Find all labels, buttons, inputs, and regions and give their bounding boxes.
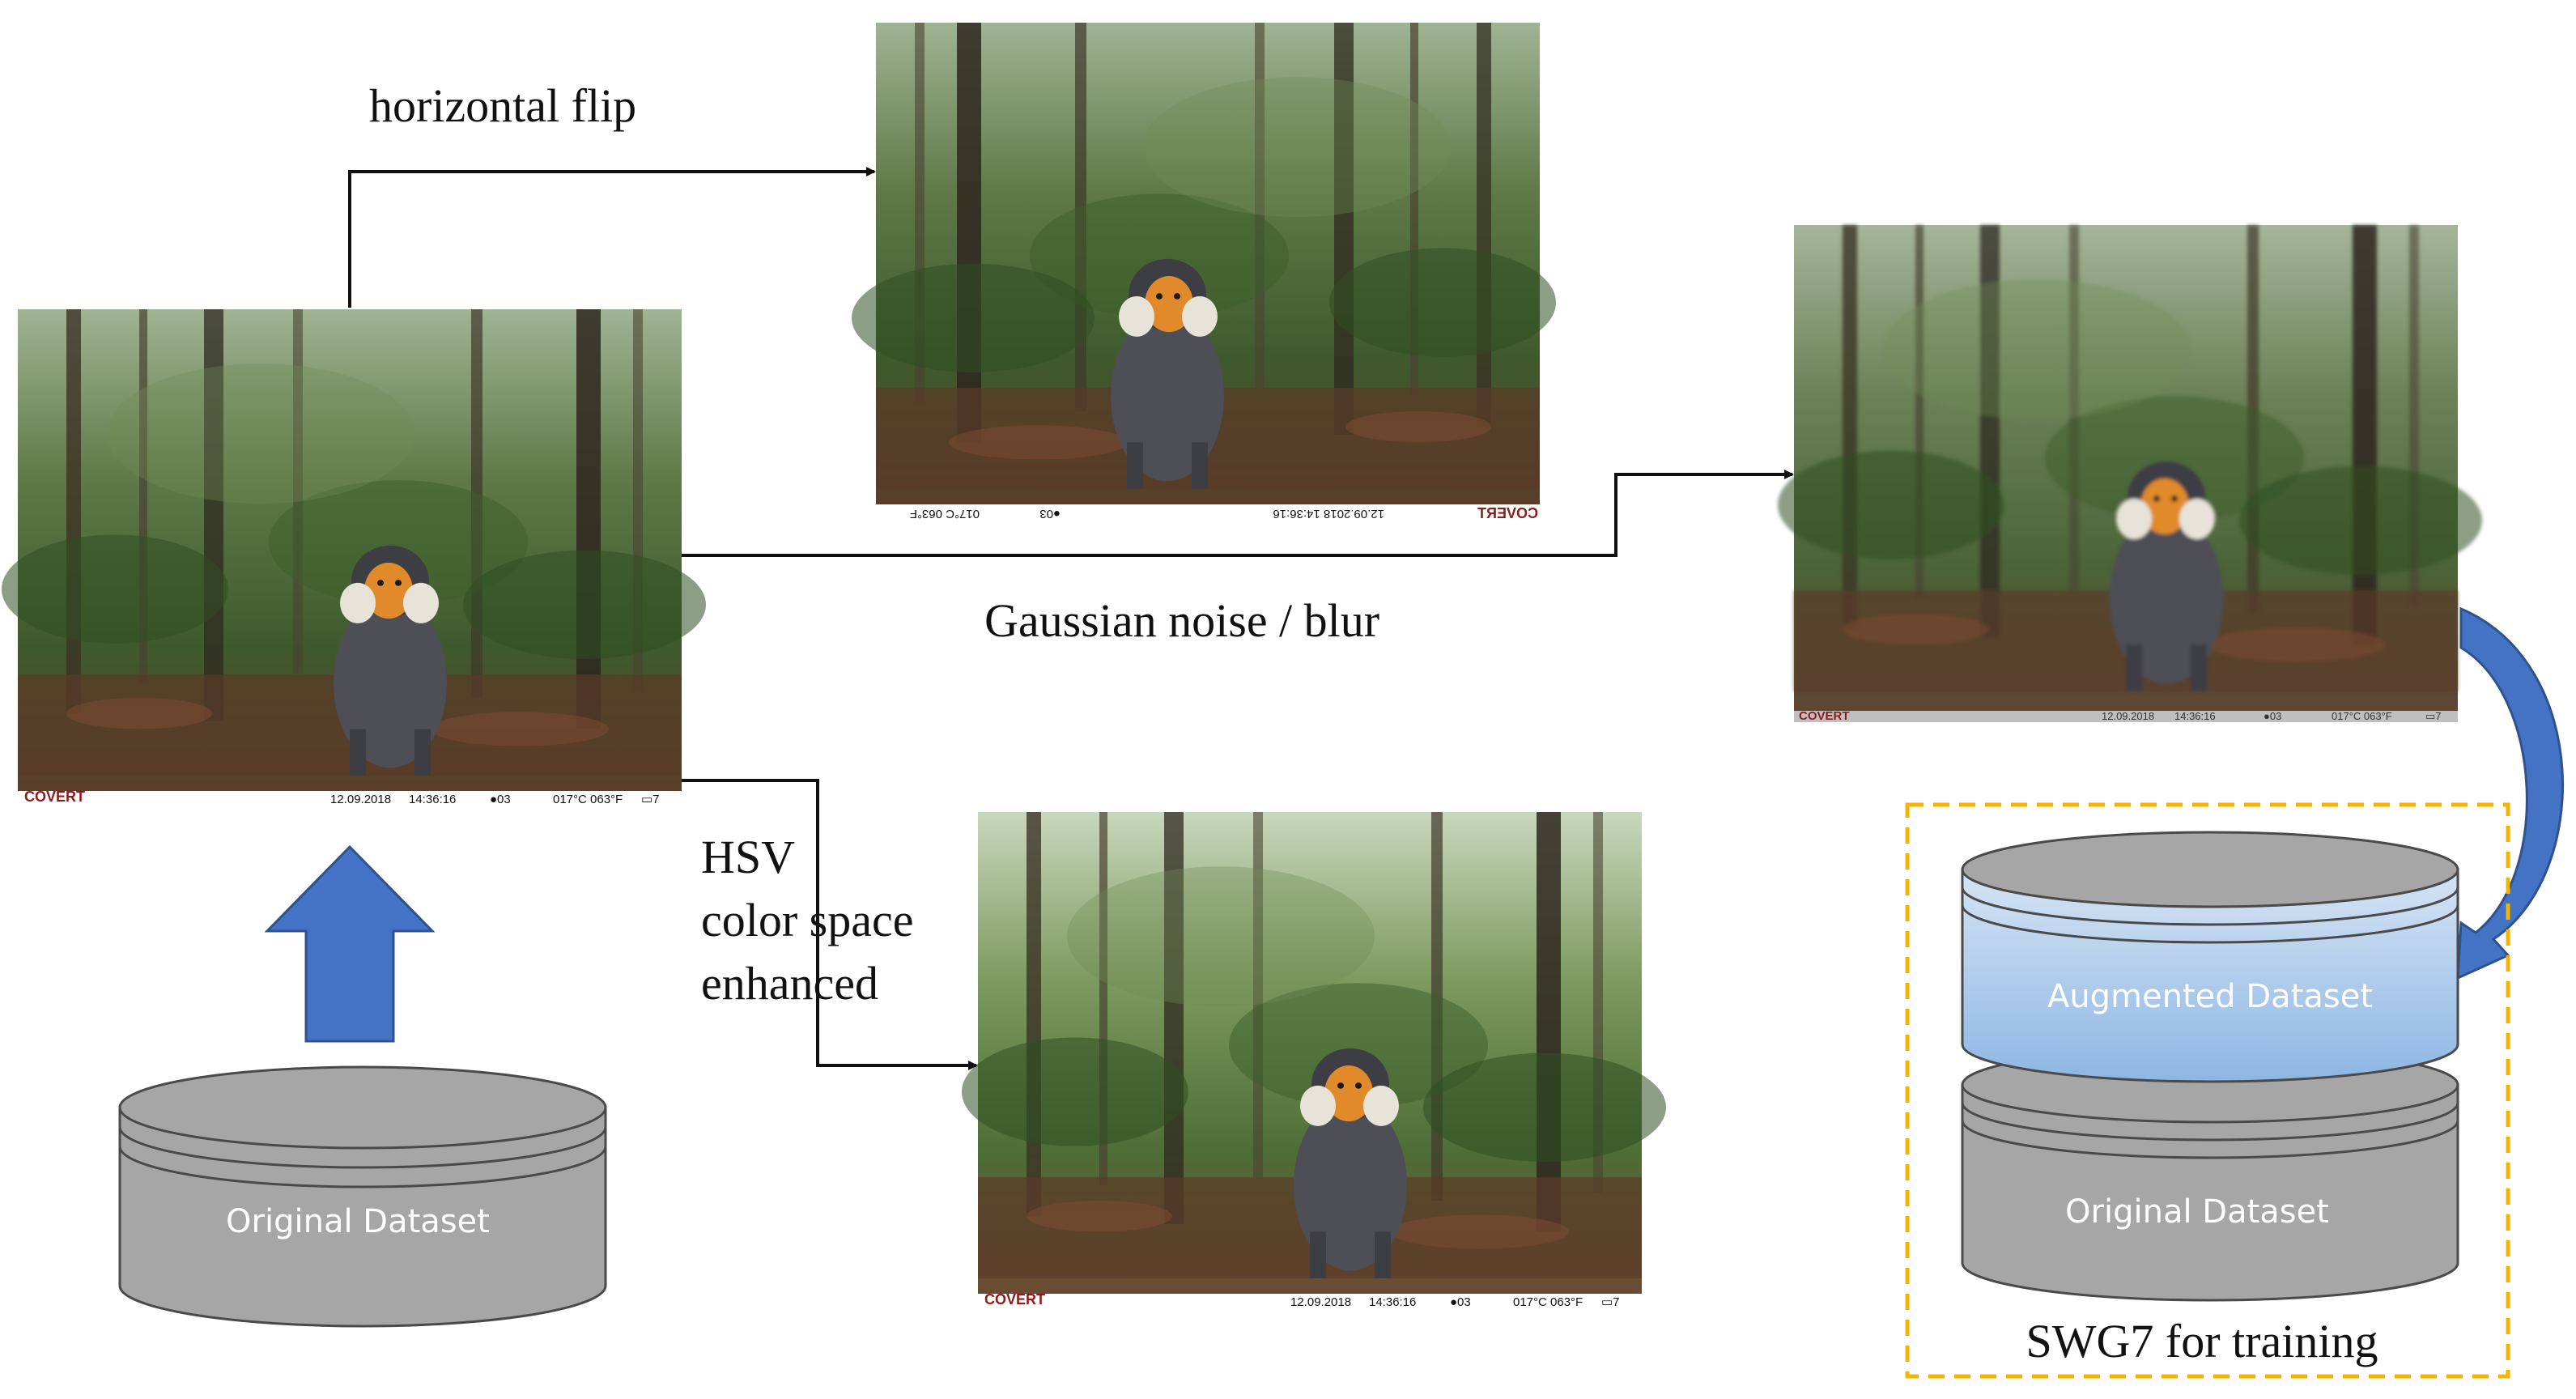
photo-time: 14:36:16	[409, 793, 456, 806]
flipped-temps: 017°C 063°F	[910, 507, 980, 521]
hsv-label-line3: enhanced	[701, 957, 878, 1010]
noise-battery: ▭7	[2425, 710, 2442, 722]
flipped-photo: 12.09.2018 14:36:16 ●03 017°C 063°F COVE…	[852, 23, 1556, 524]
noise-time: 14:36:16	[2174, 710, 2216, 722]
photo-battery: ▭7	[641, 793, 660, 806]
noise-brand: COVERT	[1799, 709, 1850, 723]
hsv-battery: ▭7	[1601, 1295, 1620, 1309]
photo-camera: ●03	[490, 793, 511, 806]
hsv-label-line2: color space	[701, 894, 913, 946]
flipped-camera: ●03	[1039, 507, 1061, 521]
noise-arrow	[682, 470, 1794, 557]
hsv-label-line1: HSV	[701, 831, 795, 883]
hsv-brand: COVERT	[984, 1291, 1045, 1308]
noise-temps: 017°C 063°F	[2332, 710, 2392, 722]
original-dataset-cylinder: Original Dataset	[118, 1065, 607, 1328]
training-set-label: SWG7 for training	[2026, 1315, 2378, 1367]
flip-arrow	[348, 167, 876, 308]
noise-photo: COVERT 12.09.2018 14:36:16 ●03 017°C 063…	[1778, 225, 2482, 723]
original-photo: COVERT 12.09.2018 14:36:16 ●03 017°C 063…	[2, 309, 706, 810]
photo-brand: COVERT	[24, 789, 85, 805]
flipped-brand: COVERT	[1477, 505, 1538, 521]
training-original-cylinder: Original Dataset	[1961, 1046, 2459, 1302]
original-dataset-label: Original Dataset	[226, 1203, 490, 1240]
augmented-dataset-cylinder: Augmented Dataset	[1961, 831, 2459, 1083]
curved-arrow-icon	[2456, 606, 2564, 980]
hsv-camera: ●03	[1450, 1295, 1471, 1309]
hsv-arrow	[682, 779, 978, 1070]
augmented-dataset-label: Augmented Dataset	[2047, 978, 2373, 1015]
hsv-photo: COVERT 12.09.2018 14:36:16 ●03 017°C 063…	[962, 812, 1666, 1313]
training-original-label: Original Dataset	[2065, 1193, 2329, 1231]
hsv-time: 14:36:16	[1369, 1295, 1416, 1309]
training-set-box	[1905, 802, 2510, 1379]
photo-date: 12.09.2018	[330, 793, 391, 806]
flipped-date: 12.09.2018 14:36:16	[1273, 507, 1384, 521]
hsv-temps: 017°C 063°F	[1513, 1295, 1583, 1309]
horizontal-flip-label: horizontal flip	[369, 79, 636, 132]
hsv-date: 12.09.2018	[1290, 1295, 1351, 1309]
noise-camera: ●03	[2264, 710, 2281, 722]
up-arrow-icon	[264, 844, 436, 1043]
gaussian-label: Gaussian noise / blur	[984, 594, 1379, 647]
noise-date: 12.09.2018	[2102, 710, 2154, 722]
photo-temps: 017°C 063°F	[553, 793, 623, 806]
